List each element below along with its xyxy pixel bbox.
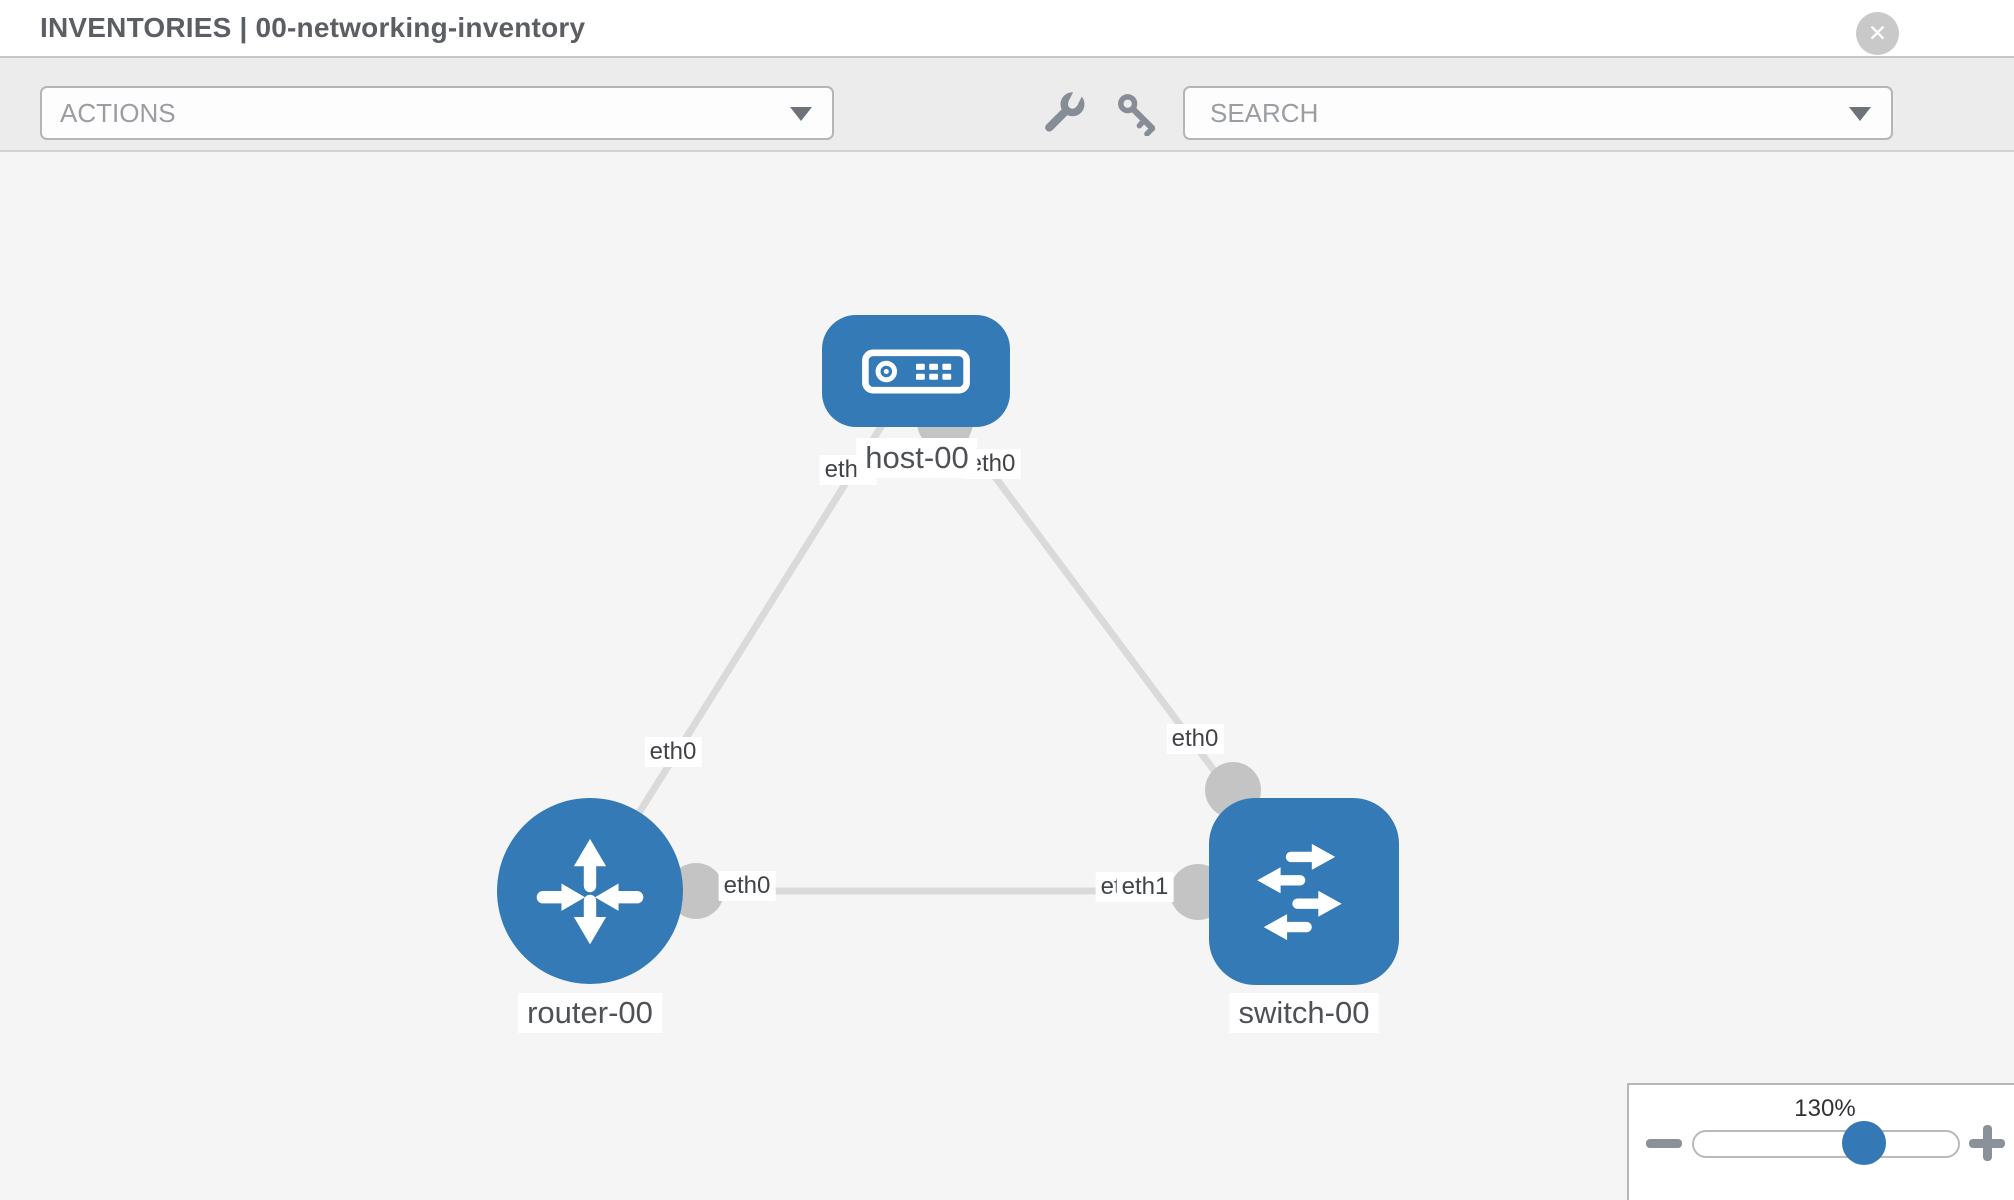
node-label-host: host-00 [856, 438, 978, 478]
node-router-00[interactable] [497, 798, 683, 984]
host-icon [862, 349, 970, 393]
zoom-slider-thumb[interactable] [1842, 1121, 1886, 1165]
router-icon [536, 838, 644, 945]
close-icon: ✕ [1867, 20, 1888, 46]
zoom-out-button[interactable] [1646, 1139, 1682, 1148]
interface-label: eth0 [644, 737, 702, 767]
actions-dropdown-label: ACTIONS [60, 97, 176, 128]
zoom-panel: 130% [1627, 1083, 2014, 1200]
node-switch-00[interactable] [1209, 798, 1399, 985]
node-label-switch: switch-00 [1229, 993, 1379, 1033]
topology-links-layer [587, 368, 1307, 895]
search-input[interactable] [1185, 96, 1832, 130]
search-dropdown[interactable] [1183, 86, 1893, 140]
interface-label: eth1 [1116, 872, 1174, 902]
header: INVENTORIES | 00-networking-inventory ✕ [0, 0, 2014, 58]
node-host-00[interactable] [822, 315, 1010, 427]
topology-canvas[interactable]: eth0 eth0 eth0 eth0 eth0 eth0 eth1 host-… [0, 152, 2014, 1200]
node-label-router: router-00 [518, 993, 662, 1033]
key-icon[interactable] [1116, 92, 1160, 136]
close-button[interactable]: ✕ [1856, 12, 1899, 55]
zoom-in-button[interactable] [1969, 1125, 2005, 1161]
plus-icon [1983, 1125, 1992, 1161]
switch-icon [1257, 843, 1342, 940]
wrench-icon[interactable] [1041, 90, 1089, 138]
zoom-value: 130% [1794, 1095, 1856, 1122]
interface-label: eth0 [1166, 724, 1224, 754]
interface-label: eth0 [718, 871, 776, 901]
zoom-slider-track[interactable] [1692, 1130, 1960, 1158]
actions-dropdown[interactable]: ACTIONS [40, 86, 834, 140]
chevron-down-icon [790, 107, 812, 121]
page-title: INVENTORIES | 00-networking-inventory [40, 12, 586, 43]
chevron-down-icon [1849, 107, 1871, 121]
